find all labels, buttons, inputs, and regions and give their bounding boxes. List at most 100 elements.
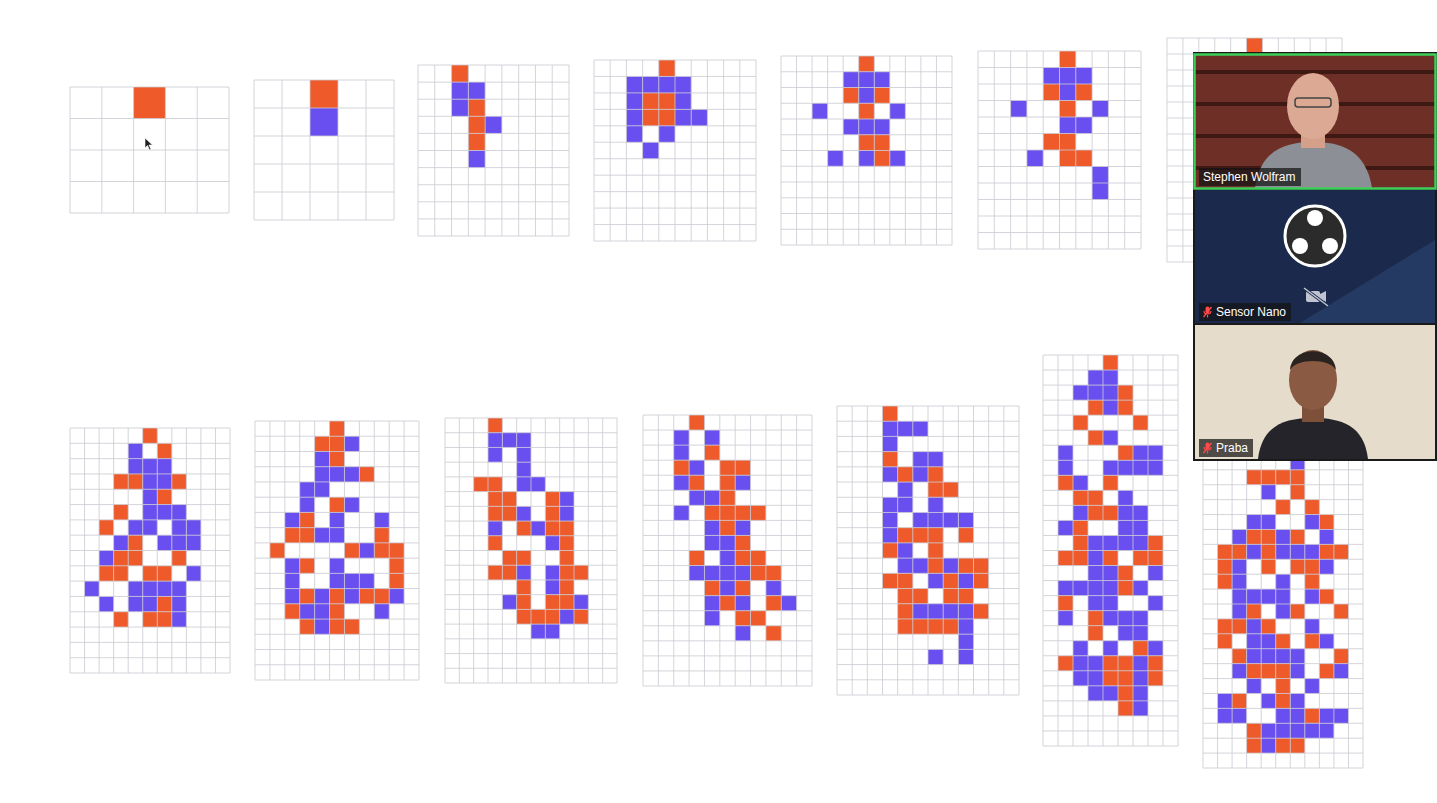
- grid-cell: [517, 433, 531, 448]
- grid-line: [1203, 499, 1363, 500]
- grid-cell: [1276, 470, 1291, 485]
- grid-cell: [172, 551, 187, 566]
- grid-line: [1203, 544, 1363, 545]
- grid-cell: [689, 415, 704, 430]
- grid-cell: [1319, 529, 1334, 544]
- grid-cell: [330, 573, 345, 588]
- grid-line: [1203, 618, 1363, 619]
- grid-ground: [978, 51, 1141, 249]
- grid-cell: [330, 467, 345, 482]
- grid-cell: [928, 573, 943, 588]
- grid-cell: [1319, 723, 1334, 738]
- grid-cell: [315, 451, 330, 466]
- grid-line: [781, 119, 952, 120]
- grid-cell: [898, 421, 913, 436]
- grid-line: [1003, 406, 1004, 695]
- grid-cell: [943, 589, 958, 604]
- grid-cell: [1334, 664, 1349, 679]
- grid-cell: [735, 505, 750, 520]
- grid-cell: [1060, 150, 1076, 167]
- grid-cell: [330, 589, 345, 604]
- grid-cell: [781, 596, 796, 611]
- grid-cell: [1133, 551, 1148, 566]
- grid-cell: [545, 492, 559, 507]
- participant-name: Praba: [1216, 440, 1248, 456]
- grid-line: [359, 421, 360, 680]
- grid-cell: [643, 142, 659, 158]
- automaton-grid: [837, 406, 1019, 695]
- grid-cell: [1073, 520, 1088, 535]
- grid-cell: [128, 596, 143, 611]
- grid-cell: [735, 581, 750, 596]
- grid-cell: [344, 573, 359, 588]
- grid-cell: [1232, 664, 1247, 679]
- grid-cell: [128, 551, 143, 566]
- grid-cell: [452, 99, 469, 116]
- grid-line: [445, 491, 617, 492]
- grid-line: [594, 158, 756, 159]
- grid-line: [445, 594, 617, 595]
- grid-cell: [143, 566, 158, 581]
- grid-cell: [859, 103, 875, 119]
- grid-cell: [913, 452, 928, 467]
- grid-line: [978, 84, 1141, 85]
- grid-line: [445, 579, 617, 580]
- grid-cell: [913, 467, 928, 482]
- grid-line: [912, 406, 913, 695]
- grid-line: [1019, 406, 1020, 695]
- grid-cell: [928, 604, 943, 619]
- grid-cell: [766, 626, 781, 641]
- grid-line: [594, 241, 756, 242]
- grid-cell: [883, 543, 898, 558]
- grid-cell: [898, 528, 913, 543]
- grid-line: [418, 184, 569, 185]
- grid-line: [1043, 400, 1178, 401]
- grid-cell: [517, 506, 531, 521]
- grid-cell: [1290, 693, 1305, 708]
- grid-cell: [883, 421, 898, 436]
- grid-line: [445, 550, 617, 551]
- grid-cell: [1073, 581, 1088, 596]
- grid-cell: [1247, 515, 1262, 530]
- video-ground: [1195, 190, 1435, 323]
- grid-cell: [1319, 544, 1334, 559]
- grid-cell: [1232, 708, 1247, 723]
- grid-cell: [859, 151, 875, 167]
- grid-cell: [531, 624, 545, 639]
- grid-cell: [1305, 515, 1320, 530]
- grid-cell: [1060, 84, 1076, 101]
- grid-cell: [1232, 619, 1247, 634]
- grid-cell: [315, 619, 330, 634]
- grid-cell: [735, 596, 750, 611]
- grid-cell: [735, 475, 750, 490]
- grid-cell: [928, 543, 943, 558]
- grid-cell: [720, 596, 735, 611]
- grid-cell: [1092, 167, 1108, 184]
- grid-line: [70, 213, 229, 214]
- mouse-cursor: [145, 138, 153, 150]
- grid-cell: [560, 580, 574, 595]
- grid-line: [643, 625, 812, 626]
- grid-line: [1203, 633, 1363, 634]
- grid-cell: [1334, 708, 1349, 723]
- person-hair: [1290, 351, 1336, 370]
- grid-cell: [517, 565, 531, 580]
- grid-cell: [1290, 529, 1305, 544]
- grid-line: [837, 679, 1019, 680]
- grid-cell: [143, 489, 158, 504]
- grid-cell: [344, 543, 359, 558]
- grid-line: [837, 482, 1019, 483]
- grid-cell: [1319, 589, 1334, 604]
- grid-line: [418, 65, 569, 66]
- grid-line: [643, 415, 812, 416]
- grid-cell: [1073, 385, 1088, 400]
- grid-cell: [474, 477, 488, 492]
- grid-line: [374, 421, 375, 680]
- grid-cell: [330, 451, 345, 466]
- grid-line: [255, 421, 419, 422]
- grid-cell: [1118, 490, 1133, 505]
- grid-cell: [344, 497, 359, 512]
- grid-line: [445, 476, 617, 477]
- grid-line: [882, 406, 883, 695]
- grid-cell: [452, 82, 469, 99]
